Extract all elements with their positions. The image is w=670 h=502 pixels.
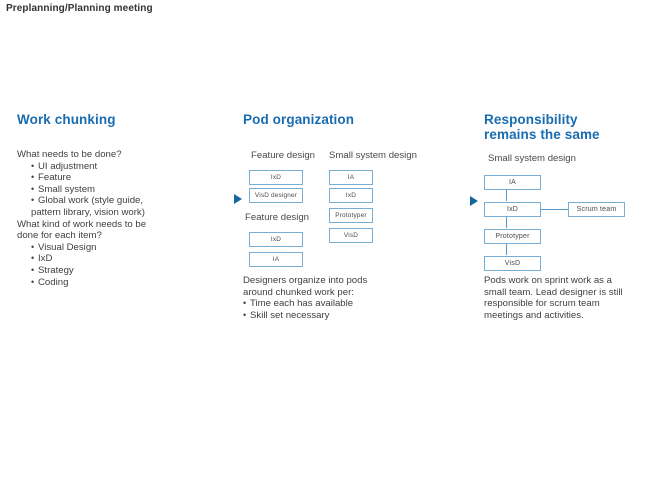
work-chunking-bullets-1: UI adjustment Feature Small system Globa…: [17, 161, 217, 207]
list-item: Skill set necessary: [243, 310, 458, 322]
arrow-head: [470, 196, 478, 206]
responsibility-heading-line-2: remains the same: [484, 127, 600, 142]
pod-node-visd-small: VisD: [329, 228, 373, 243]
connector-ixd-to-scrum-team: [541, 209, 568, 210]
connector-prototyper-to-visd: [506, 243, 507, 255]
work-chunking-heading: Work chunking: [17, 112, 116, 127]
column-responsibility: Responsibility remains the same Small sy…: [484, 112, 659, 321]
work-chunking-question-2-line1: What kind of work needs to be: [17, 218, 147, 230]
pod-organization-diagram: Feature design IxD VisD designer Small s…: [243, 150, 468, 275]
responsibility-heading-line-1: Responsibility: [484, 112, 578, 127]
list-item: Coding: [17, 277, 217, 289]
pod-node-ia-2: IA: [249, 252, 303, 267]
responsibility-note-line-2: small team. Lead designer is still: [484, 286, 623, 298]
pod-note-line-1: Designers organize into pods: [243, 275, 368, 286]
group-label-feature-design-1: Feature design: [251, 150, 315, 161]
resp-node-prototyper: Prototyper: [484, 229, 541, 244]
list-item: IxD: [17, 253, 217, 265]
list-item: Time each has available: [243, 298, 458, 310]
slide-title: Preplanning/Planning meeting: [6, 3, 153, 14]
arrow-work-to-pod-icon: [180, 194, 242, 204]
pod-node-ixd-small: IxD: [329, 188, 373, 203]
connector-ixd-to-prototyper: [506, 216, 507, 228]
connector-ia-to-ixd: [506, 189, 507, 201]
group-label-small-system-design: Small system design: [329, 150, 417, 161]
pod-node-ixd-2: IxD: [249, 232, 303, 247]
resp-node-ixd: IxD: [484, 202, 541, 217]
responsibility-heading: Responsibility remains the same: [484, 112, 659, 142]
resp-node-visd: VisD: [484, 256, 541, 271]
pod-note-bullets: Time each has available Skill set necess…: [243, 298, 458, 321]
work-chunking-body: What needs to be done? UI adjustment Fea…: [17, 149, 217, 288]
arrow-head: [234, 194, 242, 204]
list-item: Small system: [17, 184, 217, 196]
list-item: Visual Design: [17, 242, 217, 254]
arrow-pod-to-responsibility-icon: [392, 196, 478, 206]
group-label-responsibility-small-system-design: Small system design: [488, 153, 576, 164]
responsibility-note: Pods work on sprint work as a small team…: [484, 275, 649, 321]
pod-node-ia-small: IA: [329, 170, 373, 185]
pod-node-ixd-1: IxD: [249, 170, 303, 185]
pod-organization-note: Designers organize into pods around chun…: [243, 275, 458, 321]
work-chunking-bullet-continuation: pattern library, vision work): [31, 206, 145, 218]
work-chunking-question-2-line2: done for each item?: [17, 230, 102, 242]
responsibility-diagram: Small system design IA IxD Prototyper Vi…: [484, 153, 659, 271]
work-chunking-bullets-2: Visual Design IxD Strategy Coding: [17, 242, 217, 288]
resp-node-ia: IA: [484, 175, 541, 190]
column-pod-organization: Pod organization Feature design IxD VisD…: [243, 112, 468, 321]
responsibility-note-line-1: Pods work on sprint work as a: [484, 275, 612, 286]
list-item: Strategy: [17, 265, 217, 277]
responsibility-note-line-4: meetings and activities.: [484, 309, 584, 321]
pod-node-visd-designer: VisD designer: [249, 188, 303, 203]
pod-note-line-2: around chunked work per:: [243, 286, 354, 298]
responsibility-note-line-3: responsible for scrum team: [484, 298, 600, 310]
pod-organization-heading: Pod organization: [243, 112, 355, 127]
list-item: Global work (style guide,: [17, 195, 217, 207]
group-label-feature-design-2: Feature design: [245, 212, 309, 223]
resp-node-scrum-team: Scrum team: [568, 202, 625, 217]
list-item: UI adjustment: [17, 161, 217, 173]
list-item: Feature: [17, 172, 217, 184]
work-chunking-question-1: What needs to be done?: [17, 149, 122, 160]
pod-node-prototyper-small: Prototyper: [329, 208, 373, 223]
column-work-chunking: Work chunking What needs to be done? UI …: [17, 112, 222, 288]
